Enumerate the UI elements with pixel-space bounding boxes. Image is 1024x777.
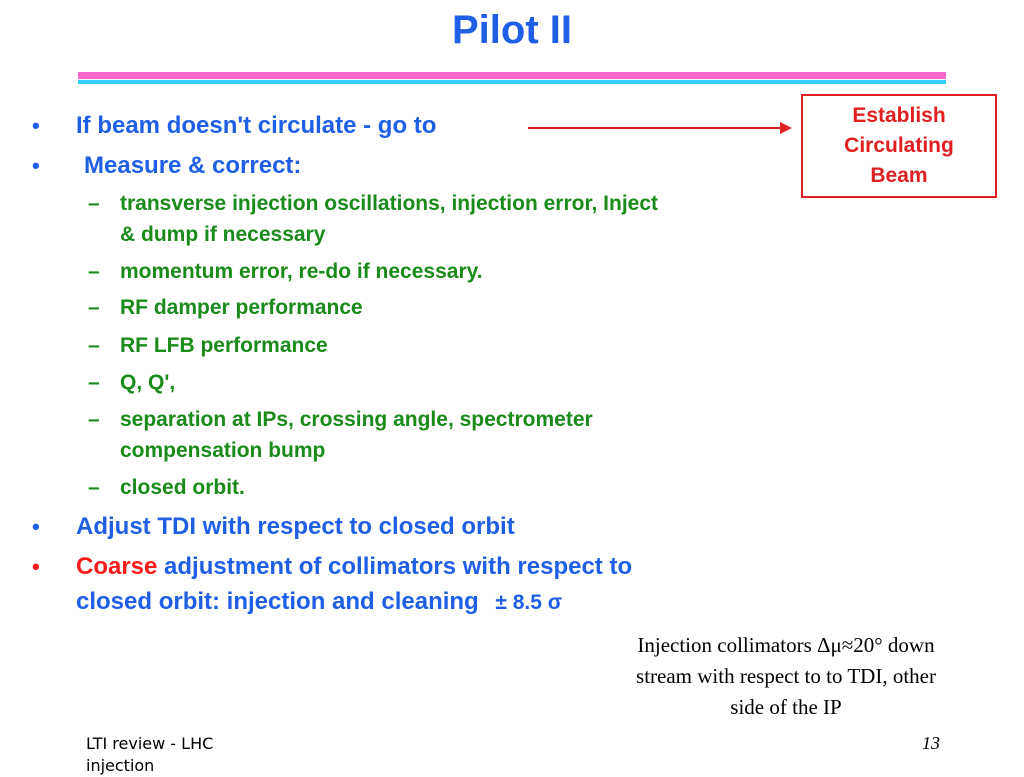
bullet-glyph: • — [32, 514, 40, 539]
bullet-glyph: • — [32, 113, 40, 138]
subitem-separation-cont: compensation bump — [120, 439, 326, 462]
bullet-glyph: • — [32, 554, 40, 579]
subitem-momentum: momentum error, re-do if necessary. — [120, 260, 483, 283]
dash-glyph: – — [88, 296, 100, 319]
page-number: 13 — [922, 733, 940, 753]
dash-glyph: – — [88, 192, 100, 215]
footer-source: LTI review - LHC injection — [86, 734, 214, 775]
dash-glyph: – — [88, 371, 100, 394]
subitem-rf-damper: RF damper performance — [120, 296, 363, 319]
bullet-adjust-tdi: Adjust TDI with respect to closed orbit — [76, 513, 515, 540]
note-line: side of the IP — [730, 695, 842, 719]
subitem-rf-lfb: RF LFB performance — [120, 334, 328, 357]
coarse-line1-text: adjustment of collimators with respect t… — [164, 553, 633, 580]
subitem-q: Q, Q', — [120, 371, 176, 394]
subitem-closed-orbit: closed orbit. — [120, 476, 245, 499]
coarse-word: Coarse — [76, 553, 158, 580]
dash-glyph: – — [88, 408, 100, 431]
arrow-to-callout — [528, 122, 792, 134]
note-line: stream with respect to to TDI, other — [636, 664, 936, 688]
callout-line: Beam — [870, 164, 928, 187]
callout-establish-beam: Establish Circulating Beam — [801, 94, 997, 198]
subitem-separation: separation at IPs, crossing angle, spect… — [120, 408, 593, 431]
callout-line: Establish — [852, 104, 946, 127]
dash-glyph: – — [88, 476, 100, 499]
title-rule-pink — [78, 72, 946, 79]
bullet-if-beam: If beam doesn't circulate - go to — [76, 112, 437, 139]
callout-line: Circulating — [844, 134, 954, 157]
coarse-line2-text: closed orbit: injection and cleaning — [76, 588, 479, 615]
dash-glyph: – — [88, 334, 100, 357]
bullet-glyph: • — [32, 153, 40, 178]
slide-title: Pilot II — [452, 8, 572, 52]
sigma-value: ± 8.5 σ — [495, 591, 563, 614]
bullet-coarse-adjustment: Coarse adjustment of collimators with re… — [76, 553, 632, 581]
injection-collimators-note: Injection collimators Δμ≈20° down stream… — [588, 630, 984, 723]
subitem-transverse-cont: & dump if necessary — [120, 223, 326, 246]
dash-glyph: – — [88, 260, 100, 283]
bullet-measure-correct: Measure & correct: — [84, 152, 302, 179]
bullet-coarse-adjustment-cont: closed orbit: injection and cleaning ± 8… — [76, 588, 562, 616]
title-rule-cyan — [78, 80, 946, 84]
subitem-transverse: transverse injection oscillations, injec… — [120, 192, 659, 215]
note-line: Injection collimators Δμ≈20° down — [637, 633, 935, 657]
